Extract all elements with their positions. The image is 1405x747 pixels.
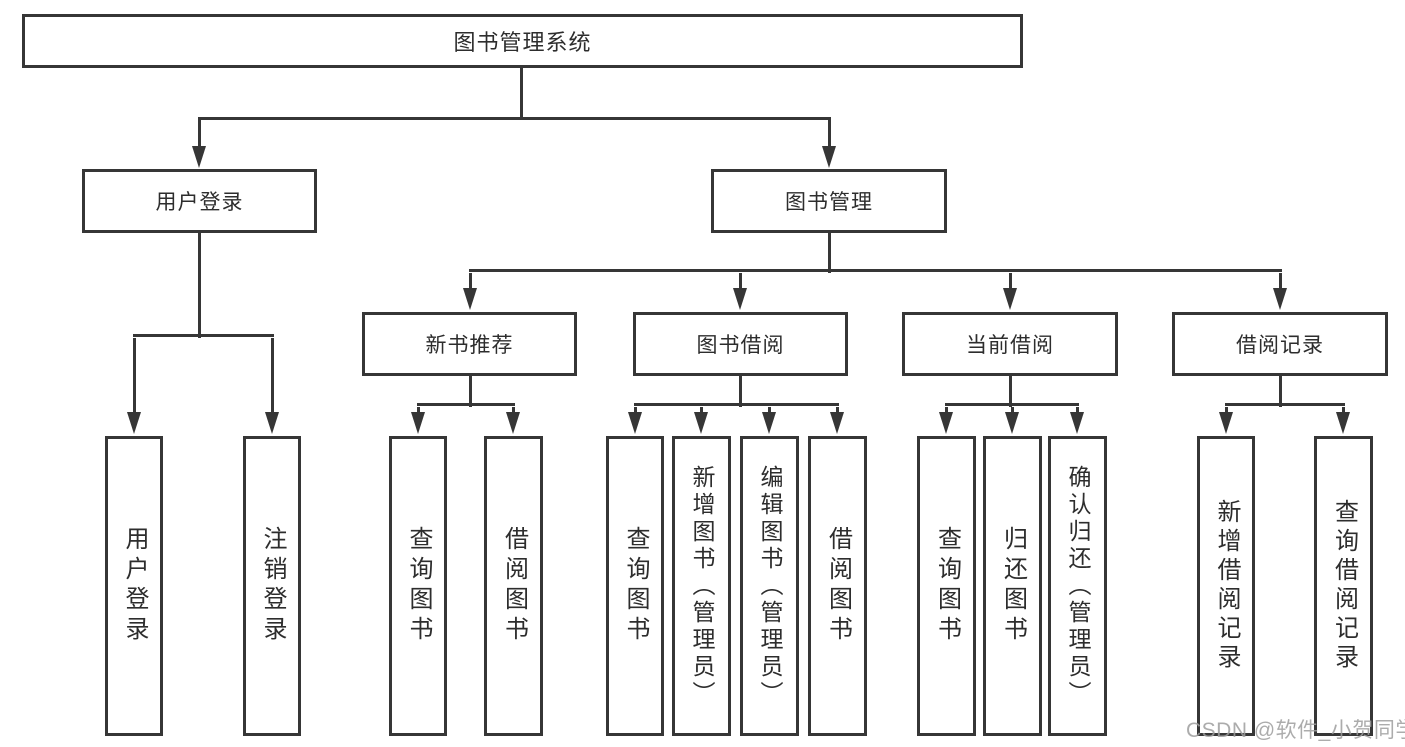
connector-line <box>633 402 839 406</box>
node-current-borrow: 当前借阅 <box>902 312 1118 376</box>
connector-line <box>512 407 515 415</box>
node-label: 查询借阅记录 <box>1330 499 1358 673</box>
node-label: 注销登录 <box>259 526 286 646</box>
node-label: 查询图书 <box>405 526 432 646</box>
leaf-edit-book-admin: 编辑图书（管理员） <box>740 436 799 736</box>
connector-line <box>1342 407 1345 415</box>
arrowhead-down-icon <box>506 412 520 434</box>
node-label: 借阅记录 <box>1236 334 1324 357</box>
connector-line <box>827 118 831 149</box>
node-label: 借阅图书 <box>824 526 852 646</box>
arrowhead-down-icon <box>1002 288 1017 310</box>
connector-line <box>468 273 472 291</box>
arrowhead-down-icon <box>264 412 279 434</box>
node-label: 图书管理系统 <box>453 30 592 55</box>
connector-line <box>132 338 136 415</box>
csdn-watermark: CSDN @软件_小贺同学 <box>1186 719 1405 742</box>
connector-line <box>738 273 742 291</box>
connector-line <box>1076 407 1079 415</box>
arrowhead-down-icon <box>627 412 642 434</box>
connector-line <box>945 407 948 415</box>
connector-line <box>1011 407 1014 415</box>
arrowhead-down-icon <box>1272 288 1287 310</box>
node-label: 归还图书 <box>999 526 1027 646</box>
node-label: 编辑图书（管理员） <box>757 464 783 708</box>
connector-line <box>468 376 472 407</box>
leaf-confirm-return-admin: 确认归还（管理员） <box>1048 436 1107 736</box>
connector-line <box>417 402 515 406</box>
leaf-query-borrow-record: 查询借阅记录 <box>1314 436 1373 736</box>
connector-line <box>198 233 201 338</box>
connector-line <box>1224 407 1228 415</box>
leaf-return-book: 归还图书 <box>983 436 1042 736</box>
connector-line <box>270 338 274 415</box>
leaf-add-book-admin: 新增图书（管理员） <box>672 436 731 736</box>
connector-line <box>198 116 831 120</box>
arrowhead-down-icon <box>830 412 844 434</box>
leaf-user-login: 用户登录 <box>105 436 163 736</box>
connector-line <box>468 268 1282 272</box>
node-new-book-recommend: 新书推荐 <box>362 312 577 376</box>
arrowhead-down-icon <box>821 146 836 168</box>
leaf-query-book-current: 查询图书 <box>917 436 976 736</box>
connector-line <box>417 407 420 415</box>
connector-line <box>520 68 523 118</box>
connector-line <box>945 402 1079 406</box>
connector-line <box>738 376 742 407</box>
node-label: 图书借阅 <box>696 334 785 357</box>
arrowhead-down-icon <box>1070 412 1084 434</box>
node-label: 图书管理 <box>785 191 873 214</box>
node-label: 确认归还（管理员） <box>1065 464 1091 708</box>
leaf-add-borrow-record: 新增借阅记录 <box>1197 436 1255 736</box>
arrowhead-down-icon <box>1336 412 1350 434</box>
arrowhead-down-icon <box>411 412 425 434</box>
leaf-borrow-book: 借阅图书 <box>808 436 867 736</box>
connector-line <box>198 118 201 149</box>
arrowhead-down-icon <box>762 412 776 434</box>
node-label: 新增图书（管理员） <box>689 464 715 708</box>
node-label: 查询图书 <box>622 526 649 646</box>
leaf-logout: 注销登录 <box>243 436 301 736</box>
node-label: 当前借阅 <box>966 334 1054 357</box>
leaf-borrow-book-recommend: 借阅图书 <box>484 436 543 736</box>
arrowhead-down-icon <box>462 288 477 310</box>
arrowhead-down-icon <box>1005 412 1019 434</box>
node-label: 用户登录 <box>155 191 244 214</box>
arrowhead-down-icon <box>694 412 708 434</box>
connector-line <box>1008 376 1012 407</box>
arrowhead-down-icon <box>939 412 953 434</box>
leaf-query-book-recommend: 查询图书 <box>389 436 447 736</box>
arrowhead-down-icon <box>192 146 206 168</box>
leaf-query-book-borrow: 查询图书 <box>606 436 664 736</box>
node-borrow-record: 借阅记录 <box>1172 312 1388 376</box>
connector-line <box>1278 273 1282 291</box>
connector-line <box>768 407 771 415</box>
connector-line <box>132 333 274 337</box>
connector-line <box>700 407 703 415</box>
node-book-management: 图书管理 <box>711 169 947 233</box>
node-library-system: 图书管理系统 <box>22 14 1023 68</box>
node-label: 新增借阅记录 <box>1213 499 1240 673</box>
connector-line <box>1278 376 1282 407</box>
node-label: 查询图书 <box>933 526 961 646</box>
node-book-borrow: 图书借阅 <box>633 312 848 376</box>
node-user-login: 用户登录 <box>82 169 317 233</box>
connector-line <box>836 407 839 415</box>
connector-line <box>633 407 637 415</box>
node-label: 借阅图书 <box>500 526 528 646</box>
node-label: 新书推荐 <box>425 334 514 357</box>
arrowhead-down-icon <box>1218 412 1233 434</box>
node-label: 用户登录 <box>121 526 148 646</box>
connector-line <box>827 233 831 273</box>
arrowhead-down-icon <box>732 288 747 310</box>
connector-line <box>1008 273 1012 291</box>
connector-line <box>1224 402 1345 406</box>
arrowhead-down-icon <box>126 412 141 434</box>
